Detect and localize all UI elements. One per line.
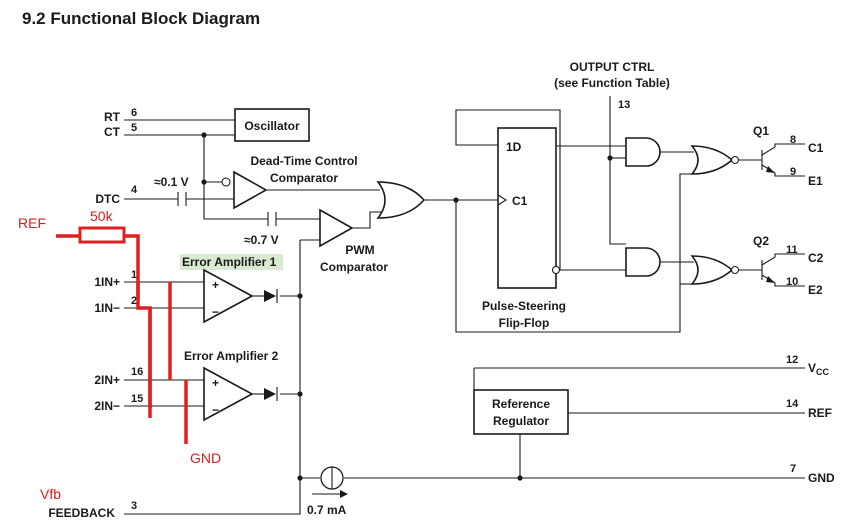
pin-2in-minus-name: 2IN− xyxy=(94,399,120,413)
output-nor-gates xyxy=(690,145,740,285)
ea2-minus: − xyxy=(212,403,219,417)
q2-label: Q2 xyxy=(753,234,769,248)
pin-rt-name: RT xyxy=(104,110,121,124)
oscillator-block: Oscillator xyxy=(234,108,310,142)
pin-feedback-num: 3 xyxy=(131,500,137,512)
pin-2in-plus-name: 2IN+ xyxy=(94,373,120,387)
pin-1in-plus-num: 1 xyxy=(131,269,137,281)
pin-c2-name: C2 xyxy=(808,251,824,265)
pin-e1-name: E1 xyxy=(808,174,823,188)
section-title: 9.2 Functional Block Diagram xyxy=(22,9,260,28)
annotation-ref: REF xyxy=(18,215,46,231)
ea1-label: Error Amplifier 1 xyxy=(182,255,277,269)
pin-1in-minus-num: 2 xyxy=(131,295,137,307)
right-pins: 8 C1 9 E1 11 C2 10 E2 12 VCC 14 REF 7 GN… xyxy=(786,134,835,485)
oscillator-label: Oscillator xyxy=(244,119,300,133)
pin-1in-plus-name: 1IN+ xyxy=(94,275,120,289)
pwm-comparator: PWM Comparator xyxy=(319,208,388,274)
and-gates xyxy=(625,137,661,277)
pwm-label-line1: PWM xyxy=(345,243,374,257)
capacitors: ≈0.7 V xyxy=(177,192,279,247)
output-control-pin: OUTPUT CTRL (see Function Table) 13 xyxy=(554,60,670,111)
pin-ct-name: CT xyxy=(104,125,121,139)
pin-e1-num: 9 xyxy=(790,166,796,178)
pin-c2-num: 11 xyxy=(786,244,798,256)
left-pins: RT 6 CT 5 DTC 4 1IN+ 1 1IN− 2 2IN+ 16 2I… xyxy=(48,107,143,520)
pin-dtc-num: 4 xyxy=(131,184,138,196)
ea1-plus: + xyxy=(212,278,219,292)
ff-d-label: 1D xyxy=(506,140,522,154)
dtc-label-line1: Dead-Time Control xyxy=(250,154,357,168)
pin-1in-minus-name: 1IN− xyxy=(94,301,120,315)
pulse-steering-flip-flop: 1D C1 Pulse-Steering Flip-Flop xyxy=(482,127,566,330)
reference-regulator: Reference Regulator xyxy=(473,368,569,435)
or-gate-main xyxy=(376,181,426,219)
pin-ref-name: REF xyxy=(808,406,832,420)
annotation-vfb: Vfb xyxy=(40,486,61,502)
pin-e2-name: E2 xyxy=(808,283,823,297)
current-source: 0.7 mA xyxy=(307,466,348,517)
pin-e2-num: 10 xyxy=(786,276,798,288)
ff-label-line2: Flip-Flop xyxy=(499,316,550,330)
pin-vcc-num: 12 xyxy=(786,354,798,366)
wires xyxy=(124,96,805,515)
pwm-label-line2: Comparator xyxy=(320,260,388,274)
outctrl-line2: (see Function Table) xyxy=(554,76,670,90)
transistor-arrows: Q1 Q2 xyxy=(753,124,775,283)
voltage-07-label: ≈0.7 V xyxy=(244,233,279,247)
pin-ct-num: 5 xyxy=(131,122,137,134)
dtc-label-line2: Comparator xyxy=(270,171,338,185)
annotation-50k: 50k xyxy=(90,208,114,224)
pin-2in-minus-num: 15 xyxy=(131,393,143,405)
ref-reg-line2: Regulator xyxy=(493,414,549,428)
ff-label-line1: Pulse-Steering xyxy=(482,299,566,313)
error-amplifier-2: Error Amplifier 2 + − xyxy=(184,349,279,422)
annotation-gnd: GND xyxy=(190,450,221,466)
pin-dtc-name: DTC xyxy=(95,192,120,206)
pin-ref-num: 14 xyxy=(786,398,799,410)
outctrl-line1: OUTPUT CTRL xyxy=(570,60,655,74)
error-amplifier-1: Error Amplifier 1 + − xyxy=(180,254,283,324)
pin-c1-name: C1 xyxy=(808,141,824,155)
pin-2in-plus-num: 16 xyxy=(131,366,143,378)
dead-time-comparator: Dead-Time Control Comparator ≈0.1 V xyxy=(154,154,358,210)
voltage-01-label: ≈0.1 V xyxy=(154,175,189,189)
q1-label: Q1 xyxy=(753,124,769,138)
pin-gnd-name: GND xyxy=(808,471,835,485)
pin-rt-num: 6 xyxy=(131,107,137,119)
junctions xyxy=(201,132,613,481)
pin-c1-num: 8 xyxy=(790,134,796,146)
ref-reg-line1: Reference xyxy=(492,397,550,411)
pin-feedback-name: FEEDBACK xyxy=(48,506,115,520)
current-label: 0.7 mA xyxy=(307,503,347,517)
ff-c-label: C1 xyxy=(512,194,528,208)
ea1-minus: − xyxy=(212,305,219,319)
pin-gnd-num: 7 xyxy=(790,463,796,475)
pin-vcc-name: VCC xyxy=(808,361,830,377)
ea2-label: Error Amplifier 2 xyxy=(184,349,279,363)
red-annotations: REF 50k GND Vfb xyxy=(18,208,221,502)
outctrl-num: 13 xyxy=(618,99,630,111)
ea2-plus: + xyxy=(212,376,219,390)
